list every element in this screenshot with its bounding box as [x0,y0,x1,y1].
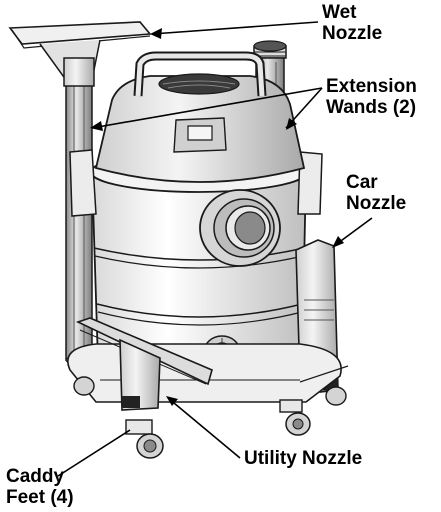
label-wet-nozzle: Wet Nozzle [322,2,382,44]
label-wet-nozzle-line2: Nozzle [322,23,383,44]
label-caddy-feet-line1: Caddy [6,466,65,487]
leader-caddy-feet [57,429,131,477]
arrow-utility-nozzle [166,396,178,406]
leader-utility-nozzle [167,397,241,459]
label-caddy-feet-line2: Feet (4) [6,487,74,508]
label-utility-nozzle: Utility Nozzle [244,448,362,469]
caddy-feet [73,376,347,459]
arrow-car-nozzle [332,236,344,248]
label-utility-nozzle-text: Utility Nozzle [244,448,363,469]
utility-nozzle [75,317,213,411]
callout-arrowheads [90,28,344,406]
caster-front-right [279,399,311,436]
callout-lines [57,21,373,477]
label-extension-wands: Extension Wands (2) [326,76,417,118]
motor-head [94,51,306,183]
arrow-wet-nozzle [150,28,162,39]
wet-nozzle [8,21,152,87]
hose-inlet-port [199,189,281,267]
label-wet-nozzle-line1: Wet [322,2,357,23]
label-extension-wands-line2: Wands (2) [326,97,417,118]
caster-rear-left [73,376,95,396]
arrow-wand-right [286,118,297,130]
label-extension-wands-line1: Extension [326,76,417,97]
label-caddy-feet: Caddy Feet (4) [6,466,74,508]
arrow-wand-left [90,121,103,131]
label-car-nozzle: Car Nozzle [346,172,406,214]
left-extension-wand [65,79,93,365]
leader-wet-nozzle [151,21,319,35]
caster-front-left [125,419,164,459]
label-car-nozzle-line1: Car [346,172,378,193]
leader-extension-wand-left [91,87,323,129]
caster-rear-right [325,386,347,406]
label-car-nozzle-line2: Nozzle [346,193,407,214]
